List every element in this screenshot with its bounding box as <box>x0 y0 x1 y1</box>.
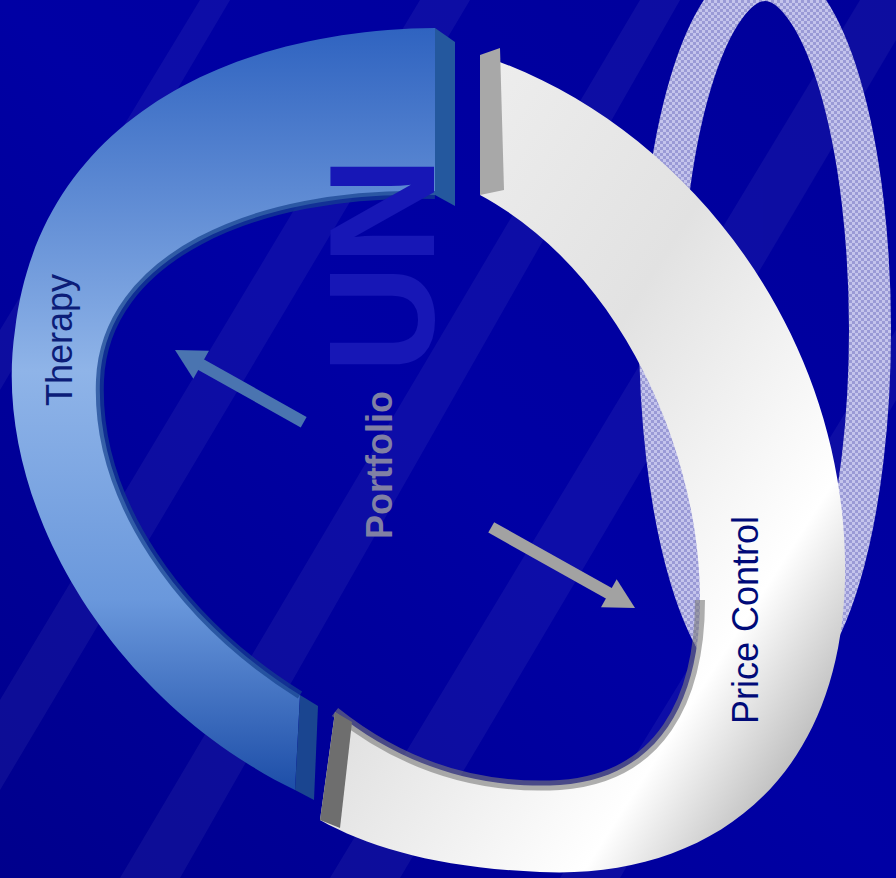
arc-label-text: Therapy <box>40 274 80 406</box>
arrow-connector <box>175 350 304 422</box>
arc-end-face <box>295 695 318 800</box>
arc-inner-shade <box>335 600 700 786</box>
arc-label: Price Control <box>722 512 770 728</box>
arrow-shaft <box>491 527 610 594</box>
arrow-head <box>175 350 209 379</box>
arrow-shaft <box>199 364 303 422</box>
arc-end-face <box>320 712 352 828</box>
watermark: UN <box>303 153 461 378</box>
arrow-connector <box>491 527 635 608</box>
arrow-head <box>601 579 635 608</box>
center-label: Portfolio <box>356 387 404 543</box>
arc-label-text: Price Control <box>726 516 766 724</box>
therapy-arc <box>12 28 435 790</box>
arc-end-face <box>480 48 504 195</box>
arc-label: Therapy <box>36 270 84 410</box>
watermark-text: UN <box>307 157 457 374</box>
center-label-text: Portfolio <box>360 391 400 539</box>
